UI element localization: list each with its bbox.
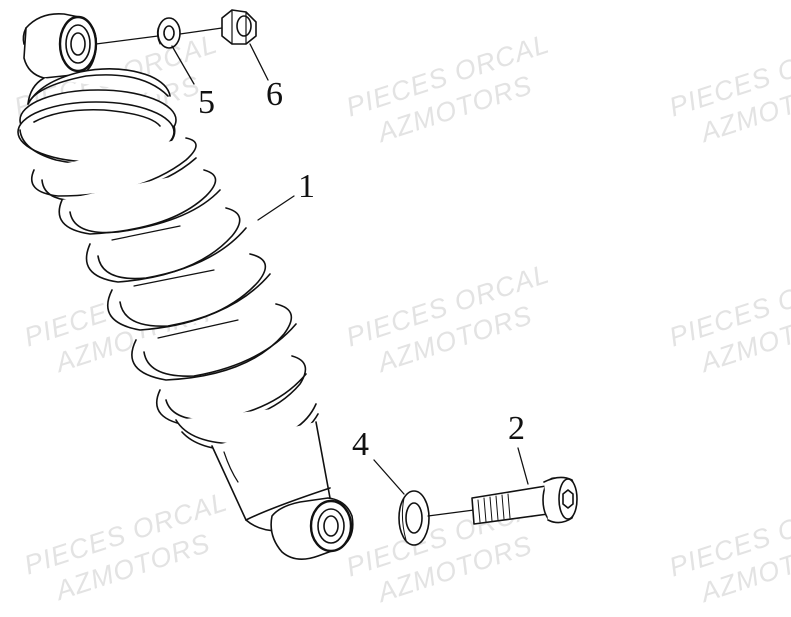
callout-part-4: 4 — [352, 426, 369, 463]
leader-line-part-4 — [373, 459, 405, 495]
callout-part-2: 2 — [508, 410, 525, 447]
callout-part-5: 5 — [198, 84, 215, 121]
nut-part-6 — [221, 9, 257, 45]
washer-part-5 — [156, 17, 181, 49]
bottom-eye-bushing — [270, 497, 354, 560]
coil-spring — [30, 137, 307, 427]
callout-part-6: 6 — [266, 76, 283, 113]
leader-line-part-1 — [257, 195, 295, 221]
leader-line-part-5 — [171, 45, 195, 85]
top-spring-seat — [17, 68, 177, 166]
exploded-parts-diagram: PIECES ORCAL AZMOTORS PIECES ORCAL AZMOT… — [11, 9, 791, 608]
washer-part-4 — [398, 490, 430, 546]
leader-line-part-6 — [249, 43, 269, 81]
shock-absorber-drawing — [17, 9, 578, 560]
callout-part-1: 1 — [298, 168, 315, 205]
top-eye-bushing — [22, 12, 98, 79]
leader-line-part-2 — [517, 447, 529, 485]
shock-absorber — [17, 12, 354, 560]
bolt-part-2 — [471, 476, 578, 525]
